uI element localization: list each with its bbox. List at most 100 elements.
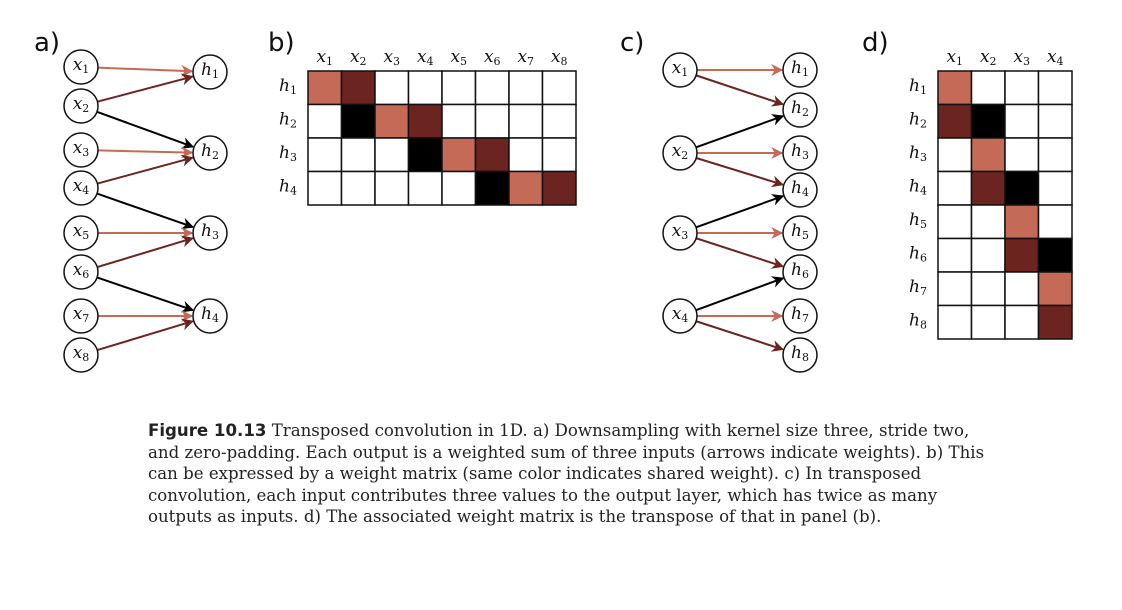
panel-c-label: c): [620, 28, 645, 58]
panel-c-edge-x2-h2: [695, 114, 785, 149]
panel-d-cell-h2-x4: [1037, 103, 1073, 139]
panel-d-cell-h4-x4: [1037, 170, 1073, 206]
panel-b-cell-h2-x4: [407, 103, 443, 139]
panel-c-input-node-x2: x2: [662, 135, 698, 171]
panel-d-cell-h4-x1: [937, 170, 973, 206]
panel-c-input-label: x1: [672, 58, 689, 79]
panel-c-output-node-h1: h1: [782, 52, 818, 88]
panel-d-cell-h6-x3: [1004, 237, 1040, 273]
panel-c-output-node-h6: h6: [782, 254, 818, 290]
panel-c-output-label: h7: [791, 304, 809, 325]
panel-a-input-label: x2: [73, 94, 90, 115]
panel-a-output-label: h3: [201, 221, 219, 242]
panel-b-cell-h1-x8: [541, 70, 577, 106]
panel-b-cell-h3-x8: [541, 137, 577, 173]
panel-a-label: a): [34, 28, 61, 58]
panel-c-output-label: h1: [791, 58, 809, 79]
panel-b-cell-h3-x2: [340, 137, 376, 173]
panel-b-cell-h1-x4: [407, 70, 443, 106]
panel-d-row-label: h5: [909, 210, 927, 231]
panel-b-cell-h3-x6: [474, 137, 510, 173]
panel-a-input-label: x8: [73, 343, 90, 364]
panel-b-cell-h2-x8: [541, 103, 577, 139]
panel-b-cell-h1-x6: [474, 70, 510, 106]
panel-d-label: d): [862, 28, 889, 58]
panel-d-cell-h4-x3: [1004, 170, 1040, 206]
panel-a-input-node-x1: x1: [63, 49, 99, 85]
panel-d-cell-h8-x1: [937, 304, 973, 340]
panel-a-input-label: x6: [73, 260, 90, 281]
panel-b-row-label: h1: [279, 76, 297, 97]
panel-b-cell-h4-x4: [407, 170, 443, 206]
panel-c-output-node-h7: h7: [782, 298, 818, 334]
panel-b-cell-h1-x3: [374, 70, 410, 106]
panel-b-cell-h1-x5: [441, 70, 477, 106]
panel-d-col-label: x1: [946, 47, 963, 68]
panel-b-row-label: h2: [279, 109, 297, 130]
panel-d-cell-h6-x4: [1037, 237, 1073, 273]
panel-c-input-node-x1: x1: [662, 52, 698, 88]
panel-c-output-node-h2: h2: [782, 92, 818, 128]
panel-d-row-label: h6: [909, 243, 927, 264]
panel-d-col-label: x4: [1047, 47, 1064, 68]
panel-b-cell-h2-x1: [307, 103, 343, 139]
panel-d-col-label: x3: [1013, 47, 1030, 68]
panel-b-cell-h1-x1: [307, 70, 343, 106]
panel-b-label: b): [268, 28, 295, 58]
panel-c-edge-x4-h6: [695, 276, 785, 312]
panel-b-cell-h2-x7: [508, 103, 544, 139]
panel-c-output-label: h8: [791, 343, 809, 364]
panel-a-edge-x2-h1: [97, 73, 194, 103]
panel-c-edge-x3-h6: [695, 237, 785, 269]
panel-c-edge-x4-h8: [695, 320, 785, 352]
panel-d-cell-h7-x3: [1004, 271, 1040, 307]
panel-a-output-node-h3: h3: [192, 215, 228, 251]
panel-b-row-label: h4: [279, 176, 297, 197]
panel-c-input-node-x4: x4: [662, 298, 698, 334]
panel-d-cell-h5-x3: [1004, 204, 1040, 240]
panel-b-cell-h3-x3: [374, 137, 410, 173]
panel-d-cell-h5-x2: [970, 204, 1006, 240]
panel-d-cell-h3-x1: [937, 137, 973, 173]
panel-d-row-label: h8: [909, 310, 927, 331]
panel-a-edge-x6-h3: [96, 235, 194, 269]
panel-a-output-label: h4: [201, 304, 219, 325]
panel-d-cell-h5-x1: [937, 204, 973, 240]
panel-a-input-label: x4: [73, 176, 90, 197]
panel-b-cell-h3-x1: [307, 137, 343, 173]
panel-b-col-label: x1: [316, 47, 333, 68]
panel-d-cell-h3-x4: [1037, 137, 1073, 173]
panel-a-output-label: h2: [201, 141, 219, 162]
panel-d-cell-h7-x2: [970, 271, 1006, 307]
panel-d-cell-h2-x1: [937, 103, 973, 139]
panel-c-input-label: x3: [672, 221, 689, 242]
panel-a-input-node-x3: x3: [63, 132, 99, 168]
figure-number: Figure 10.13: [148, 421, 267, 440]
panel-a-edge-x4-h2: [97, 154, 194, 185]
panel-c-edge-x3-h4: [695, 194, 785, 229]
panel-d-row-label: h3: [909, 143, 927, 164]
panel-c-output-node-h5: h5: [782, 215, 818, 251]
panel-c-output-label: h5: [791, 221, 809, 242]
panel-b-col-label: x3: [383, 47, 400, 68]
panel-d-cell-h1-x4: [1037, 70, 1073, 106]
panel-b-row-label: h3: [279, 143, 297, 164]
panel-b-cell-h2-x3: [374, 103, 410, 139]
caption-text: Transposed convolution in 1D. a) Downsam…: [148, 421, 985, 526]
panel-d-row-label: h1: [909, 76, 927, 97]
panel-a-input-node-x8: x8: [63, 337, 99, 373]
panel-c-output-label: h3: [791, 141, 809, 162]
panel-b-cell-h4-x5: [441, 170, 477, 206]
panel-b-cell-h3-x4: [407, 137, 443, 173]
panel-d-cell-h2-x2: [970, 103, 1006, 139]
panel-b-cell-h4-x2: [340, 170, 376, 206]
panel-b-cell-h1-x2: [340, 70, 376, 106]
panel-d-cell-h5-x4: [1037, 204, 1073, 240]
panel-d-cell-h7-x1: [937, 271, 973, 307]
panel-c-input-label: x2: [672, 141, 689, 162]
panel-b-cell-h2-x6: [474, 103, 510, 139]
panel-d-row-label: h2: [909, 109, 927, 130]
panel-d-cell-h2-x3: [1004, 103, 1040, 139]
